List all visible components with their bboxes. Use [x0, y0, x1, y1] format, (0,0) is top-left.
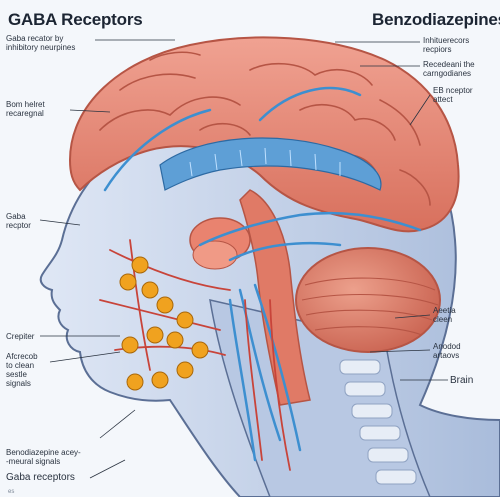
leader-lines	[39, 39, 448, 479]
cerebellum	[295, 247, 441, 353]
label-brain: Brain	[450, 375, 474, 386]
label-aeetia: Aeetia cleen	[433, 306, 456, 324]
nerve-fibers	[103, 86, 422, 462]
label-anodod: Anodod artaovs	[433, 342, 461, 360]
receptor-cluster	[119, 256, 209, 391]
label-gaba-recptor: Gaba recptor	[6, 212, 31, 230]
label-bom-helret: Bom helret recaregnal	[6, 100, 45, 118]
label-crepiter: Crepiter	[6, 332, 35, 341]
footer-mark: es	[8, 489, 15, 495]
corpus-callosum	[159, 137, 382, 191]
label-gaba-receptors: Gaba receptors	[6, 472, 75, 483]
label-afcrecob: Afcrecob to clean sestle signals	[6, 352, 38, 388]
callosum-stripes	[189, 147, 341, 177]
spine	[339, 359, 417, 485]
label-eb-nceptor: EB nceptor attect	[433, 86, 473, 104]
label-recedeani: Recedeani the carngodianes	[423, 60, 475, 78]
label-benodiazepine: Benodiazepine acey- -meural signals	[6, 448, 81, 466]
right-title: Benzodiazepines	[372, 10, 500, 29]
label-gaba-recator: Gaba recator by inhibitory neurpines	[6, 34, 76, 52]
neuron-receptor-icon	[119, 256, 209, 391]
blood-vessels	[99, 239, 291, 471]
label-inhituerecors: Inhituerecors recpiors	[423, 36, 470, 54]
pituitary	[192, 240, 238, 270]
brain-folds	[99, 51, 431, 206]
cerebellum-folds	[301, 277, 439, 336]
left-title: GABA Receptors	[8, 10, 143, 29]
